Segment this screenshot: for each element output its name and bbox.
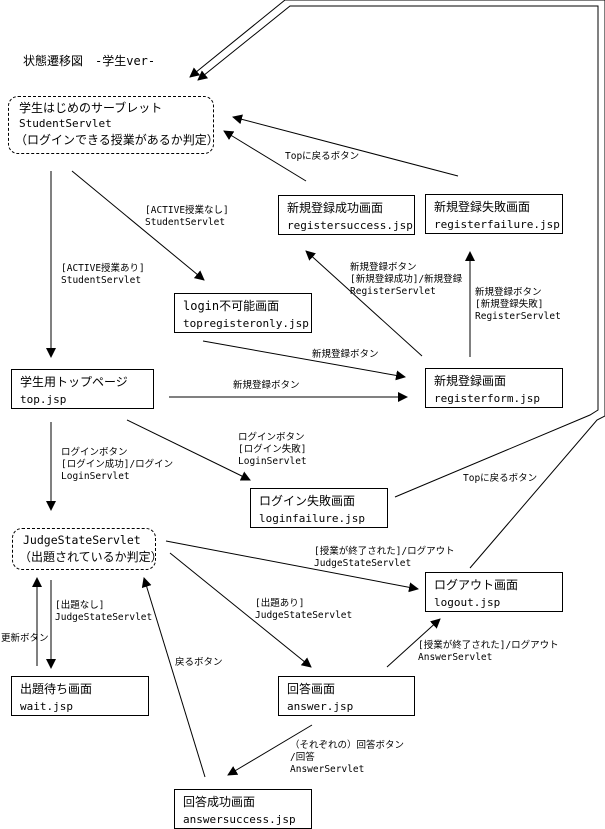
label-class-ended-answer: [授業が終了された]/ログアウト AnswerServlet xyxy=(418,640,559,663)
edge-answer-to-logout xyxy=(386,618,441,668)
label-answer-btn: （それぞれの）回答ボタン /回答 AnswerServlet xyxy=(290,740,405,775)
node-wait: 出題待ち画面 wait.jsp xyxy=(11,676,149,716)
node-file: registerform.jsp xyxy=(434,392,540,405)
edge-registerfailure-to-student-servlet xyxy=(232,114,459,177)
node-note: （ログインできる授業があるか判定） xyxy=(15,133,219,147)
edge-active-none xyxy=(71,170,205,281)
edge-registersuccess-to-student-servlet xyxy=(223,130,307,182)
node-answer: 回答画面 answer.jsp xyxy=(278,676,415,716)
node-top: 学生用トップページ top.jsp xyxy=(11,369,154,409)
edge-login-failure xyxy=(126,419,251,481)
node-title: 回答画面 xyxy=(287,682,336,696)
label-register-success-edge: 新規登録ボタン [新規登録成功]/新規登録 RegisterServlet xyxy=(350,262,463,297)
node-register-form: 新規登録画面 registerform.jsp xyxy=(425,368,563,408)
node-file: registerfailure.jsp xyxy=(434,218,560,231)
label-active-none: [ACTIVE授業なし] StudentServlet xyxy=(145,205,229,228)
node-register-failure: 新規登録失敗画面 registerfailure.jsp xyxy=(425,194,563,234)
node-login-impossible: login不可能画面 topregisteronly.jsp xyxy=(174,293,312,333)
node-file: loginfailure.jsp xyxy=(259,512,365,525)
node-title: login不可能画面 xyxy=(183,299,280,313)
node-title: ログイン失敗画面 xyxy=(259,494,356,508)
label-question-exists: [出題あり] JudgeStateServlet xyxy=(255,598,353,621)
label-back: 戻るボタン xyxy=(175,657,223,668)
label-register-btn-top: 新規登録ボタン xyxy=(233,380,300,391)
node-logout: ログアウト画面 logout.jsp xyxy=(425,572,563,612)
node-file: wait.jsp xyxy=(20,700,73,713)
edge-judge-to-logout xyxy=(165,540,419,593)
node-title: 出題待ち画面 xyxy=(20,682,93,696)
label-top-back-upper: Topに戻るボタン xyxy=(285,151,360,162)
edge-answersuccess-to-judge xyxy=(141,577,206,778)
node-answer-success: 回答成功画面 answersuccess.jsp xyxy=(174,789,312,829)
label-no-question: [出題なし] JudgeStateServlet xyxy=(55,600,153,623)
edge-registerform-to-success xyxy=(305,250,423,357)
edge-loginimp-to-registerform xyxy=(202,340,406,381)
label-register-btn-loginimp: 新規登録ボタン xyxy=(312,349,379,360)
node-file: answer.jsp xyxy=(287,700,354,713)
node-register-success: 新規登録成功画面 registersuccess.jsp xyxy=(278,195,415,235)
node-file: logout.jsp xyxy=(434,596,501,609)
label-register-failure-edge: 新規登録ボタン [新規登録失敗] RegisterServlet xyxy=(475,287,561,322)
edge-loginfailure-to-student-servlet xyxy=(197,5,599,498)
node-note: （出題されているか判定） xyxy=(19,550,163,564)
label-login-failure-edge: ログインボタン [ログイン失敗] LoginServlet xyxy=(238,432,307,467)
node-title: ログアウト画面 xyxy=(434,578,519,592)
node-file: registersuccess.jsp xyxy=(287,219,413,232)
label-refresh: 更新ボタン xyxy=(1,633,49,644)
node-title: 新規登録画面 xyxy=(434,374,507,388)
label-class-ended-judge: [授業が終了された]/ログアウト JudgeStateServlet xyxy=(314,546,455,569)
node-file: answersuccess.jsp xyxy=(183,813,296,826)
node-file: top.jsp xyxy=(20,393,67,406)
node-judge-state-servlet: JudgeStateServlet （出題されているか判定） xyxy=(12,528,163,570)
node-file: StudentServlet xyxy=(19,117,112,130)
edge-judge-to-answer xyxy=(169,552,312,668)
label-top-back-lower: Topに戻るボタン xyxy=(463,473,538,484)
node-title: 学生はじめのサーブレット xyxy=(19,101,163,115)
diagram-title: 状態遷移図 -学生ver- xyxy=(23,54,156,68)
node-title: 新規登録失敗画面 xyxy=(434,200,531,214)
node-title: 学生用トップページ xyxy=(20,375,128,389)
node-file: topregisteronly.jsp xyxy=(183,317,309,330)
label-login-success: ログインボタン [ログイン成功]/ログイン LoginServlet xyxy=(61,447,174,482)
node-student-servlet: 学生はじめのサーブレット StudentServlet （ログインできる授業があ… xyxy=(8,96,219,154)
node-title: 新規登録成功画面 xyxy=(287,201,384,215)
node-title: JudgeStateServlet xyxy=(23,533,141,547)
label-active-exists: [ACTIVE授業あり] StudentServlet xyxy=(61,263,145,286)
edge-logout-to-student-servlet xyxy=(189,0,605,569)
node-login-failure: ログイン失敗画面 loginfailure.jsp xyxy=(250,488,388,528)
edge-answer-to-answersuccess xyxy=(227,724,313,776)
node-title: 回答成功画面 xyxy=(183,795,256,809)
